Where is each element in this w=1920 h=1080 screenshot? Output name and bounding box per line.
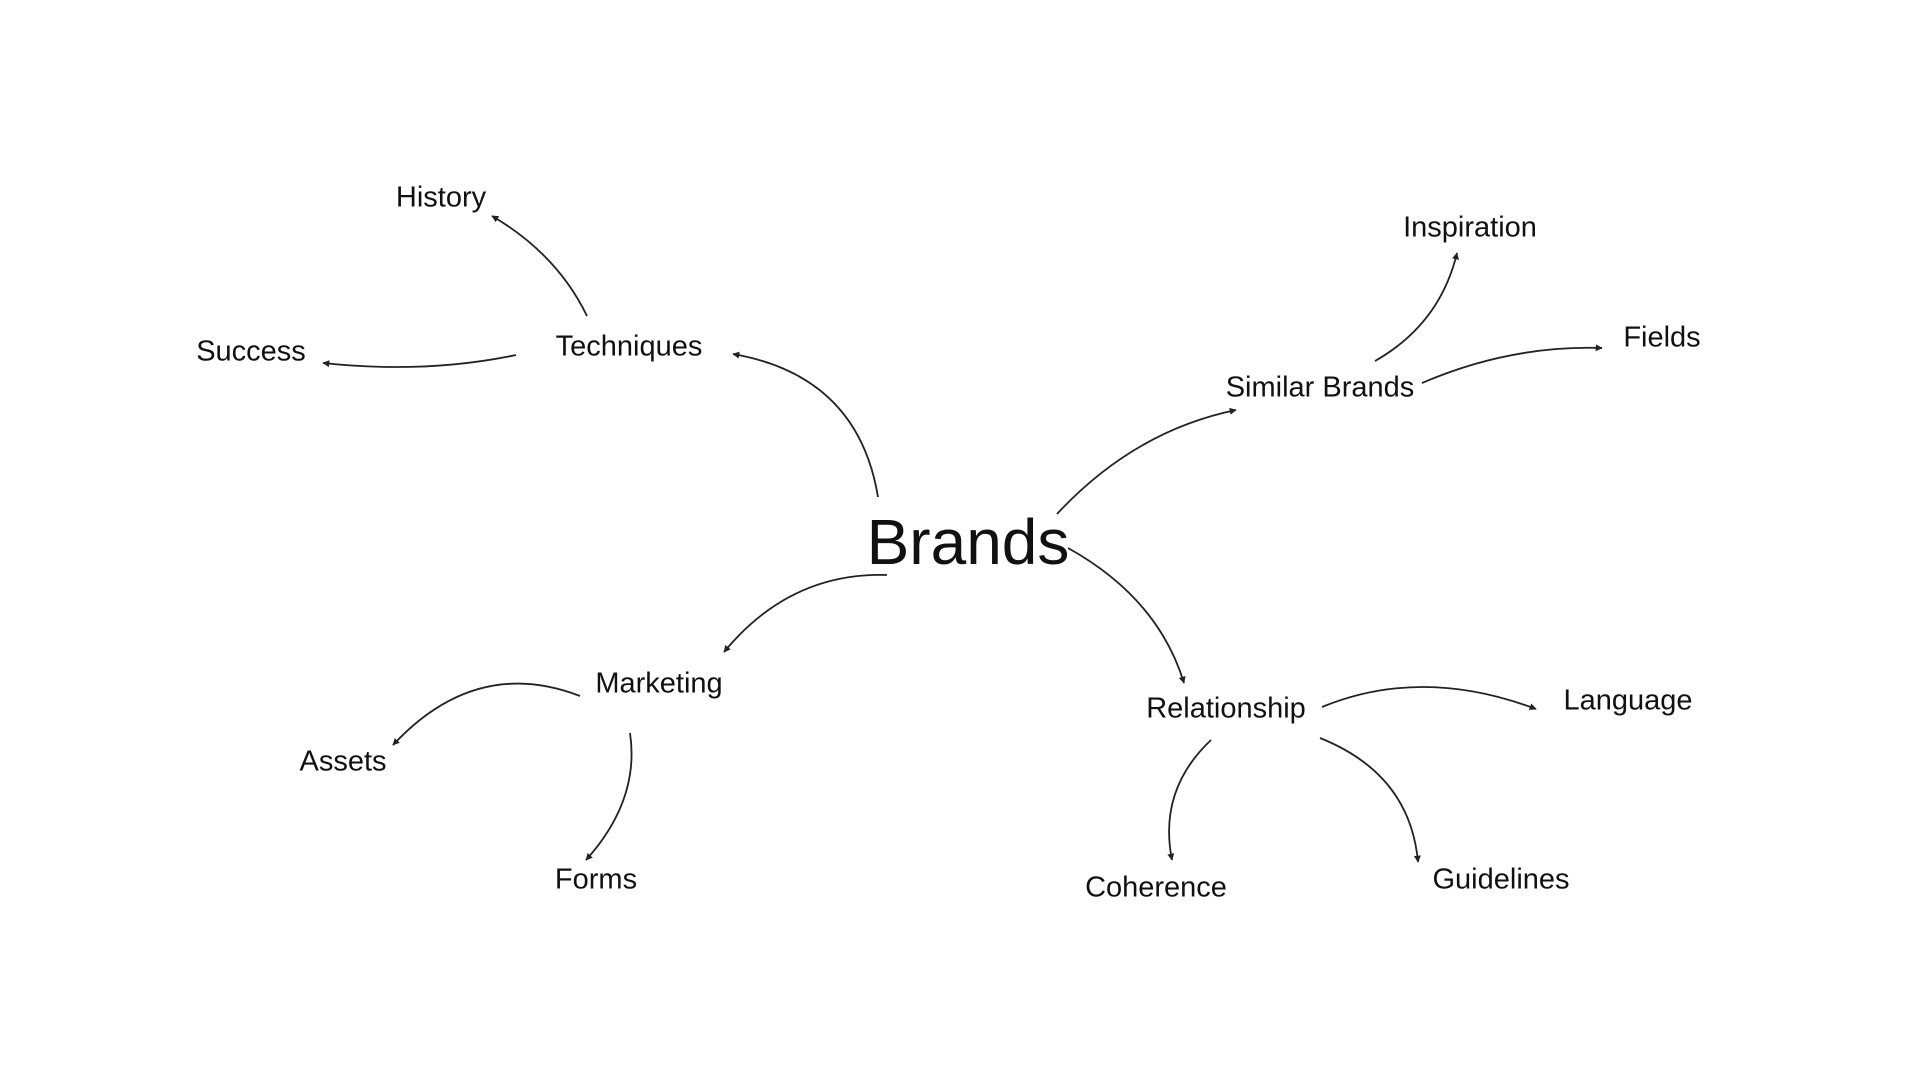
- arrow-techniques-to-success: [322, 354, 517, 368]
- arrow-relationship-to-coherence: [1167, 739, 1212, 861]
- arrow-brands-to-similar-brands: [1056, 407, 1237, 515]
- node-relationship[interactable]: Relationship: [1146, 692, 1306, 725]
- arrow-relationship-to-guidelines: [1319, 737, 1421, 863]
- node-techniques[interactable]: Techniques: [555, 330, 703, 363]
- node-similar-brands[interactable]: Similar Brands: [1225, 371, 1415, 404]
- arrow-techniques-to-history: [491, 215, 588, 317]
- node-coherence[interactable]: Coherence: [1085, 871, 1227, 904]
- node-language[interactable]: Language: [1563, 684, 1693, 717]
- node-fields[interactable]: Fields: [1623, 321, 1701, 354]
- node-inspiration[interactable]: Inspiration: [1403, 211, 1537, 244]
- node-guidelines[interactable]: Guidelines: [1432, 863, 1570, 896]
- node-marketing[interactable]: Marketing: [595, 667, 723, 700]
- arrow-marketing-to-forms: [585, 732, 633, 861]
- arrow-brands-to-techniques: [732, 351, 879, 498]
- arrow-similar-brands-to-inspiration: [1374, 252, 1459, 362]
- arrow-brands-to-marketing: [723, 574, 888, 653]
- node-assets[interactable]: Assets: [299, 745, 387, 778]
- arrow-marketing-to-assets: [392, 682, 581, 746]
- arrow-similar-brands-to-fields: [1421, 344, 1603, 384]
- node-history[interactable]: History: [395, 181, 487, 214]
- node-forms[interactable]: Forms: [554, 863, 638, 896]
- root-node-brands[interactable]: Brands: [866, 506, 1070, 578]
- node-success[interactable]: Success: [196, 335, 306, 368]
- arrow-relationship-to-language: [1321, 686, 1537, 711]
- arrow-brands-to-relationship: [1067, 547, 1186, 684]
